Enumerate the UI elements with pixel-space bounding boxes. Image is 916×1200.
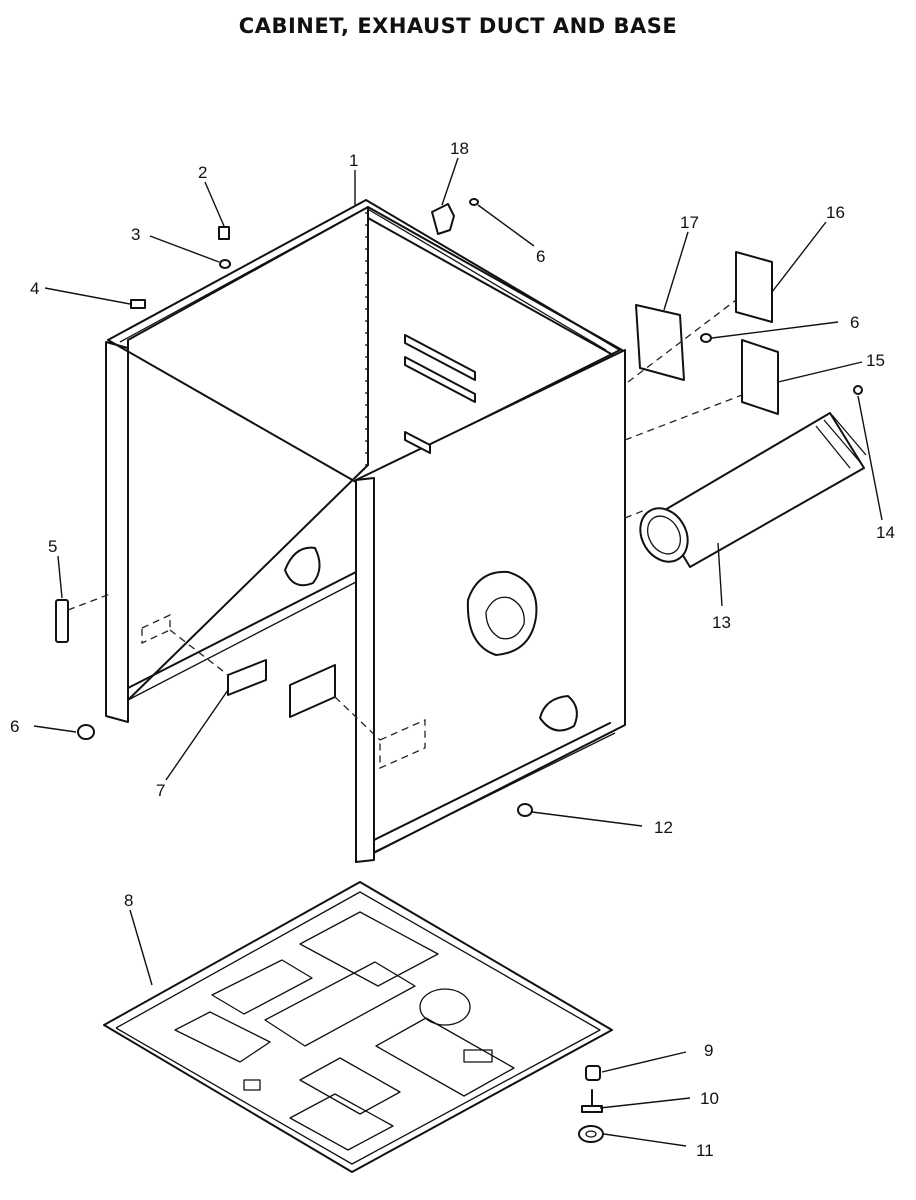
callout-16: 16 (826, 203, 845, 222)
callout-6-top: 6 (536, 247, 545, 266)
leader-lines (33, 157, 883, 1147)
callout-9: 9 (704, 1041, 713, 1060)
diagram-title: CABINET, EXHAUST DUCT AND BASE (238, 14, 678, 38)
callout-3: 3 (131, 225, 140, 244)
callout-7: 7 (156, 781, 165, 800)
callout-6-right: 6 (850, 313, 859, 332)
base-pan (103, 881, 613, 1173)
callout-2: 2 (198, 163, 207, 182)
callout-17: 17 (680, 213, 699, 232)
callout-10: 10 (700, 1089, 719, 1108)
hardware (77, 198, 533, 817)
leveling-leg-parts (578, 1065, 604, 1143)
cabinet (105, 199, 626, 863)
callout-labels: 1 2 3 4 5 6 6 6 7 8 9 10 11 12 13 14 15 … (10, 139, 895, 1160)
callout-14: 14 (876, 523, 895, 542)
callout-15: 15 (866, 351, 885, 370)
callout-12: 12 (654, 818, 673, 837)
callout-5: 5 (48, 537, 57, 556)
callout-18: 18 (450, 139, 469, 158)
exhaust-duct (624, 251, 867, 568)
callout-4: 4 (30, 279, 39, 298)
callout-6-left: 6 (10, 717, 19, 736)
part-7-labels (169, 629, 381, 741)
part-5-clip (55, 593, 111, 643)
callout-1: 1 (349, 151, 358, 170)
callout-11: 11 (696, 1141, 714, 1160)
callout-8: 8 (124, 891, 133, 910)
callout-13: 13 (712, 613, 731, 632)
